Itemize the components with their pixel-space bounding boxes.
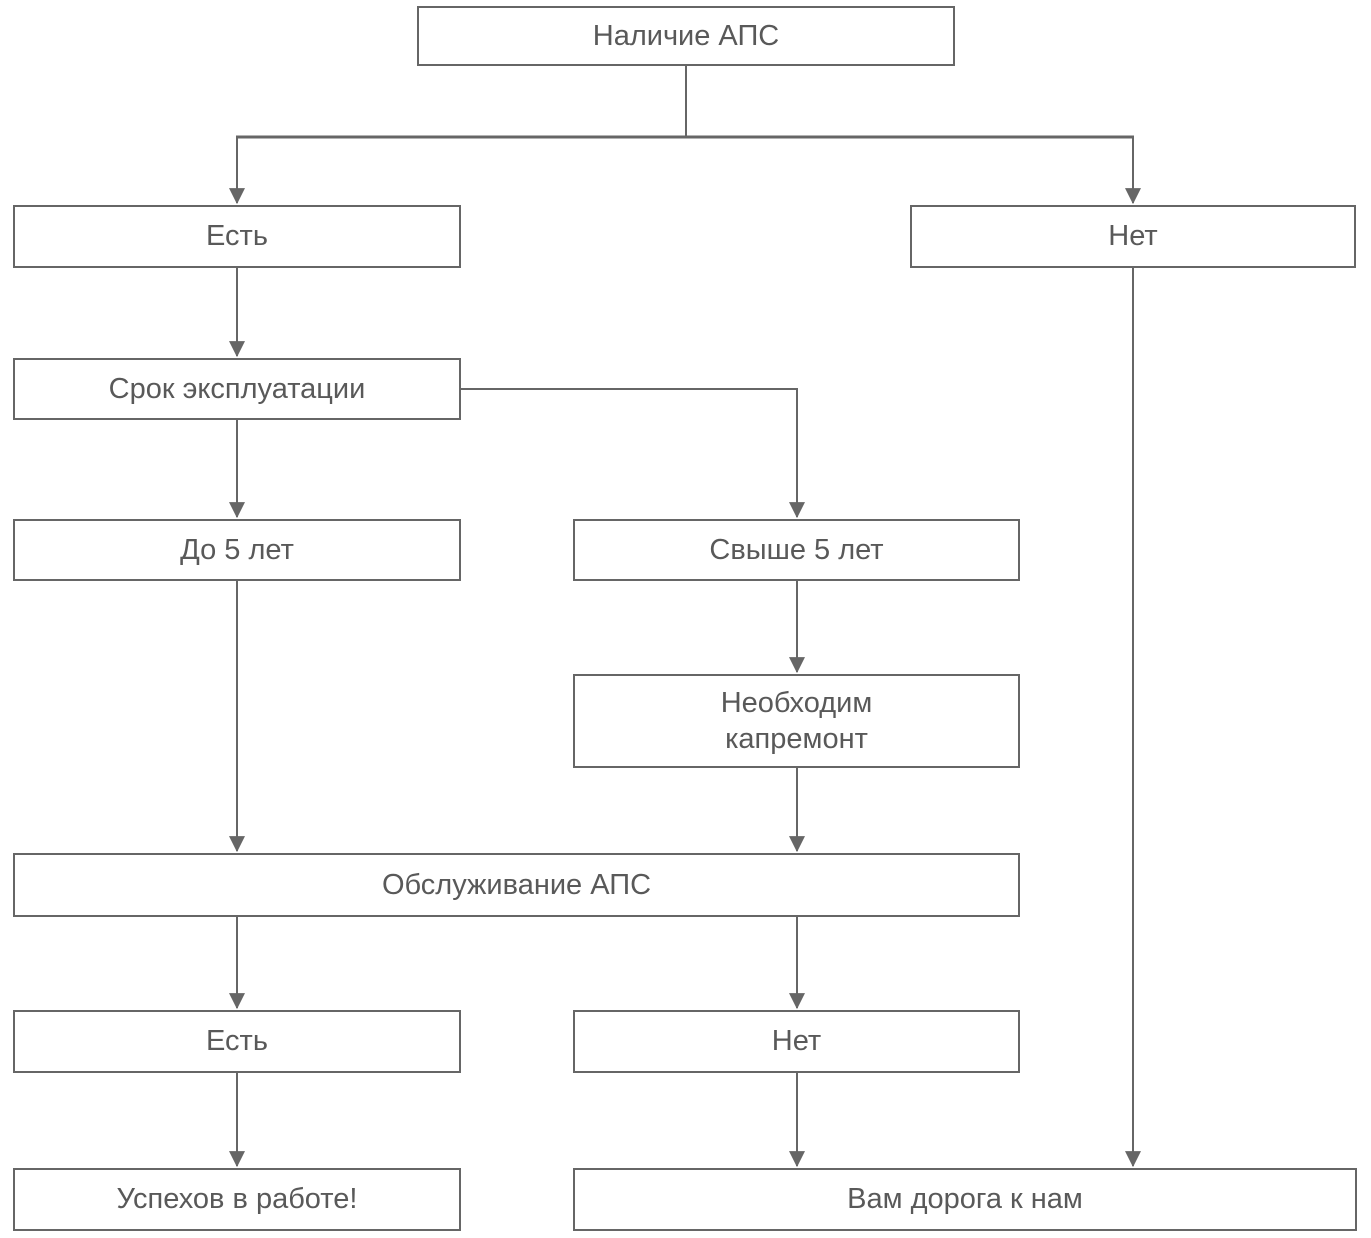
node-over-5-years-label: Свыше 5 лет [709,533,884,566]
node-present: Есть [13,205,461,268]
node-under-5-years-label: До 5 лет [180,533,294,566]
node-absent-label: Нет [1108,220,1158,253]
node-overhaul-needed: Необходим капремонт [573,674,1020,768]
node-maintenance-absent: Нет [573,1010,1020,1073]
node-maintenance-absent-label: Нет [771,1025,822,1058]
node-apc-presence-label: Наличие АПС [592,19,780,52]
node-maintenance-present: Есть [13,1010,461,1073]
node-present-label: Есть [206,220,268,253]
node-maintenance-present-label: Есть [206,1025,268,1058]
node-success-label: Успехов в работе! [116,1183,358,1216]
node-success: Успехов в работе! [13,1168,461,1231]
node-apc-presence: Наличие АПС [417,6,955,66]
node-come-to-us: Вам дорога к нам [573,1168,1357,1231]
node-overhaul-needed-label: Необходим капремонт [720,686,873,755]
node-service-life-label: Срок эксплуатации [108,372,366,405]
node-absent: Нет [910,205,1356,268]
node-service-life: Срок эксплуатации [13,358,461,420]
node-come-to-us-label: Вам дорога к нам [847,1183,1083,1216]
edge-service-life-to-over5 [461,388,805,519]
node-under-5-years: До 5 лет [13,519,461,581]
node-over-5-years: Свыше 5 лет [573,519,1020,581]
node-maintenance-label: Обслуживание АПС [381,868,652,901]
node-maintenance: Обслуживание АПС [13,853,1020,917]
